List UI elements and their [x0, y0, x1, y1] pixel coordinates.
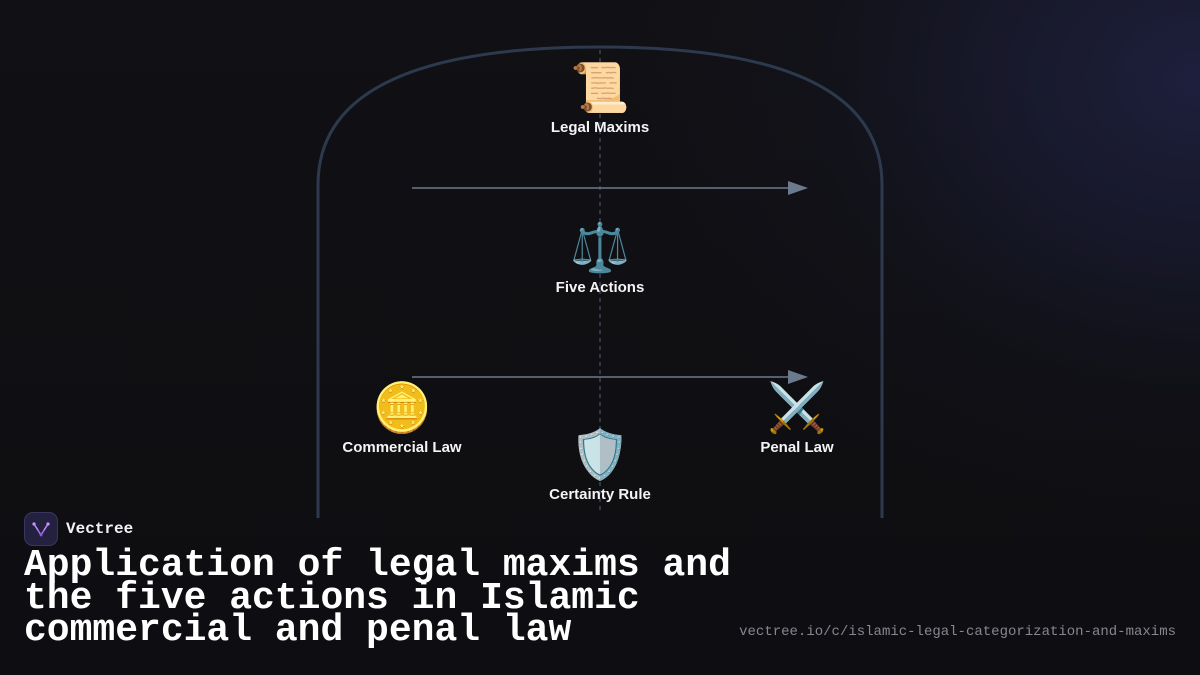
node-label: Penal Law	[760, 439, 834, 456]
arch-outline	[316, 45, 884, 518]
source-url[interactable]: vectree.io/c/islamic-legal-categorizatio…	[739, 624, 1176, 640]
node-label: Legal Maxims	[550, 119, 650, 136]
node-certainty-rule: 🛡️ Certainty Rule	[500, 427, 700, 503]
node-penal-law: ⚔️ Penal Law	[697, 380, 897, 456]
node-five-actions: ⚖️ Five Actions	[500, 220, 700, 296]
coin-icon: 🪙	[372, 380, 432, 436]
vectree-logo-icon	[24, 512, 58, 546]
node-label: Certainty Rule	[549, 486, 651, 503]
page-title: Application of legal maxims and the five…	[24, 544, 731, 652]
brand[interactable]: Vectree	[24, 512, 133, 546]
crossed-swords-icon: ⚔️	[767, 380, 827, 436]
node-label: Commercial Law	[342, 439, 462, 456]
scroll-icon: 📜	[570, 60, 630, 116]
brand-name: Vectree	[66, 520, 134, 538]
node-label: Five Actions	[555, 279, 645, 296]
balance-scale-icon: ⚖️	[570, 220, 630, 276]
shield-icon: 🛡️	[570, 427, 630, 483]
node-commercial-law: 🪙 Commercial Law	[302, 380, 502, 456]
node-legal-maxims: 📜 Legal Maxims	[500, 60, 700, 136]
